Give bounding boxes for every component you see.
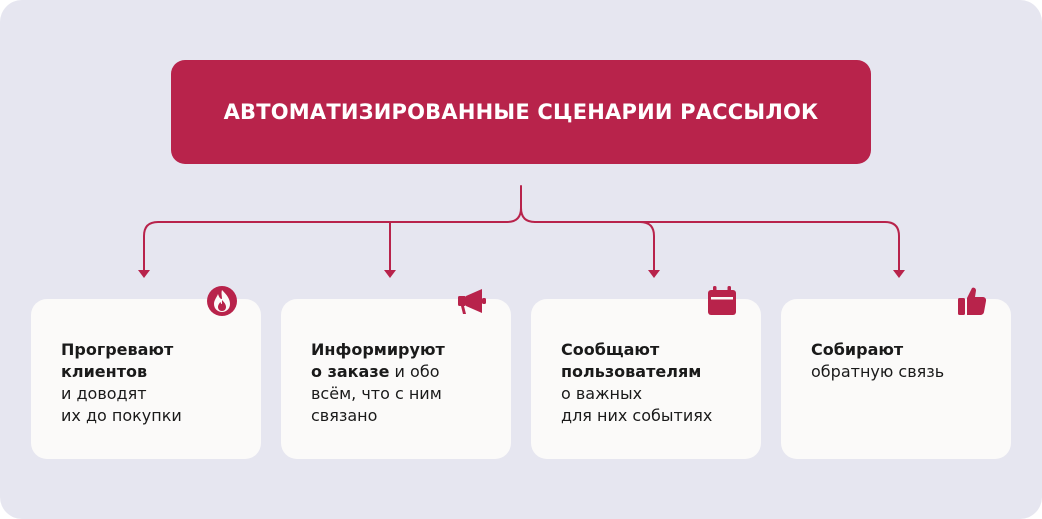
- card-line-rest: и доводят: [61, 384, 147, 403]
- card-line: их до покупки: [61, 405, 243, 427]
- card-line-bold: Прогревают: [61, 340, 174, 359]
- card-line: связано: [311, 405, 493, 427]
- card-line-rest: всём, что с ним: [311, 384, 442, 403]
- thumbs-up-icon: [955, 284, 989, 318]
- card-line-bold: Информируют: [311, 340, 445, 359]
- card-warm-up: Прогревают клиентов и доводят их до поку…: [31, 286, 261, 459]
- card-line: клиентов: [61, 361, 243, 383]
- header-title: АВТОМАТИЗИРОВАННЫЕ СЦЕНАРИИ РАССЫЛОК: [223, 100, 819, 124]
- card-line: о важных: [561, 383, 743, 405]
- connector-trunk: [520, 185, 536, 223]
- card-line-rest: о важных: [561, 384, 643, 403]
- card-line-rest: для них событиях: [561, 406, 713, 425]
- connector-branch-4: [639, 221, 900, 271]
- card-text: Информируют о заказе и обо всём, что с н…: [311, 339, 493, 427]
- card-line: Сообщают: [561, 339, 743, 361]
- card-line-rest: обратную связь: [811, 362, 945, 381]
- connector-branch-3: [534, 221, 655, 271]
- arrowhead-3: [648, 270, 660, 278]
- card-line-bold: пользователям: [561, 362, 702, 381]
- card-line: всём, что с ним: [311, 383, 493, 405]
- fire-icon: [205, 284, 239, 318]
- connector-branch-1: [143, 221, 508, 271]
- arrowhead-1: [138, 270, 150, 278]
- card-text: Сообщают пользователям о важных для них …: [561, 339, 743, 427]
- header-banner: АВТОМАТИЗИРОВАННЫЕ СЦЕНАРИИ РАССЫЛОК: [171, 60, 871, 164]
- card-line: пользователям: [561, 361, 743, 383]
- card-line-bold: Сообщают: [561, 340, 660, 359]
- card-feedback: Собирают обратную связь: [781, 287, 1011, 459]
- card-line: Прогревают: [61, 339, 243, 361]
- card-line-bold: о заказе: [311, 362, 390, 381]
- card-line-rest: их до покупки: [61, 406, 182, 425]
- card-line: Информируют: [311, 339, 493, 361]
- megaphone-icon: [455, 284, 489, 318]
- card-line-bold: Собирают: [811, 340, 904, 359]
- card-line: и доводят: [61, 383, 243, 405]
- card-line: о заказе и обо: [311, 361, 493, 383]
- connector-trunk-left: [506, 207, 522, 223]
- card-line: для них событиях: [561, 405, 743, 427]
- card-text: Прогревают клиентов и доводят их до поку…: [61, 339, 243, 427]
- calendar-icon: [705, 284, 739, 318]
- arrowhead-2: [384, 270, 396, 278]
- arrowhead-4: [893, 270, 905, 278]
- card-line-rest: и обо: [389, 362, 440, 381]
- card-inform: Информируют о заказе и обо всём, что с н…: [281, 289, 511, 459]
- card-line-bold: клиентов: [61, 362, 148, 381]
- card-line-rest: связано: [311, 406, 378, 425]
- card-text: Собирают обратную связь: [811, 339, 993, 383]
- card-line: Собирают: [811, 339, 993, 361]
- card-line: обратную связь: [811, 361, 993, 383]
- card-notify: Сообщают пользователям о важных для них …: [531, 286, 761, 459]
